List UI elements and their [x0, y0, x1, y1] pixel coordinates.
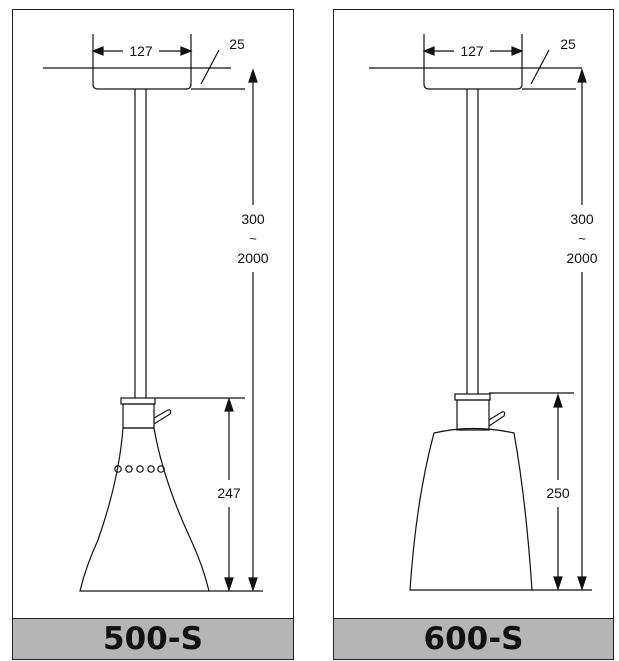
dim-canopy-height-label: 25: [560, 36, 576, 52]
leader-25: [200, 49, 220, 85]
arrow-left: [422, 46, 435, 56]
dim-canopy-width-label: 127: [129, 43, 153, 59]
drawing-panel-600s: 127 25 300 ~ 2000 250 600-S: [333, 9, 614, 660]
arrow-up: [577, 68, 587, 83]
dim-canopy-height-label: 25: [229, 36, 245, 52]
leader-25: [530, 49, 550, 85]
dim-cord-tilde: ~: [578, 231, 586, 246]
lamp-drawing-500s: 127 25 300 ~ 2000 247: [43, 34, 269, 592]
socket-switch: [153, 409, 172, 425]
canopy: [92, 34, 192, 90]
dim-cord-max-label: 2000: [566, 250, 597, 266]
dim-shade-height-label: 247: [217, 485, 241, 501]
lamp-shade: [79, 427, 210, 592]
socket-body: [456, 399, 490, 431]
shade-hole: [114, 465, 122, 473]
model-label-bar: 500-S: [13, 618, 293, 659]
arrow-right: [180, 46, 193, 56]
canopy: [423, 34, 523, 90]
dim-cord-min-label: 300: [241, 211, 265, 227]
dim-shade-height-label: 250: [546, 485, 570, 501]
socket-cap: [454, 393, 491, 401]
shade-hole: [157, 465, 165, 473]
model-label-bar: 600-S: [334, 618, 613, 659]
shade-hole: [147, 465, 155, 473]
shade-hole: [136, 465, 144, 473]
lamp-shade: [409, 427, 533, 591]
model-name: 500-S: [103, 621, 203, 657]
socket-switch: [488, 411, 506, 427]
arrow-down: [248, 577, 258, 592]
arrow-up: [224, 397, 234, 412]
arrow-right: [511, 46, 524, 56]
socket-body: [122, 403, 155, 429]
dim-cord-max-label: 2000: [237, 250, 268, 266]
lamp-drawing-600s: 127 25 300 ~ 2000 250: [369, 34, 598, 591]
dim-canopy-width-label: 127: [460, 43, 484, 59]
dim-cord-min-label: 300: [570, 211, 594, 227]
arrow-down: [224, 577, 234, 592]
arrow-up: [553, 393, 563, 408]
arrow-left: [91, 46, 104, 56]
model-name: 600-S: [423, 621, 524, 657]
dim-cord-tilde: ~: [249, 231, 257, 246]
socket-cap: [120, 397, 156, 405]
shade-holes: [114, 465, 165, 473]
drawing-panel-500s: 127 25 300 ~ 2000 247 500-S: [12, 9, 294, 660]
arrow-up: [248, 68, 258, 83]
arrow-down: [553, 576, 563, 591]
arrow-down: [577, 576, 587, 591]
shade-hole: [125, 465, 133, 473]
